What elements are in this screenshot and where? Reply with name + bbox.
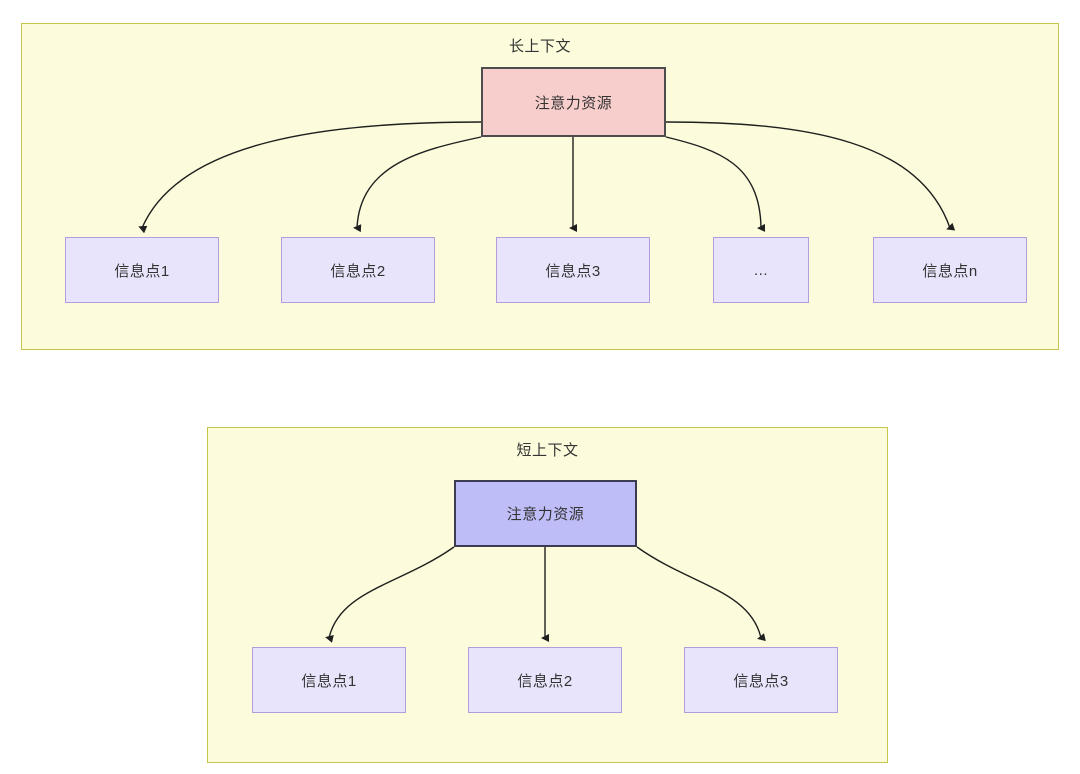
node-info-point-short-1[interactable]: 信息点1: [252, 647, 406, 713]
node-info-point-long-3[interactable]: 信息点3: [496, 237, 650, 303]
node-info-point-long-ellipsis[interactable]: ...: [713, 237, 809, 303]
panel-long-context-title: 长上下文: [508, 38, 571, 55]
node-info-point-short-3[interactable]: 信息点3: [684, 647, 838, 713]
node-info-point-long-n[interactable]: 信息点n: [873, 237, 1027, 303]
node-info-point-long-1[interactable]: 信息点1: [65, 237, 219, 303]
node-attention-resource-long[interactable]: 注意力资源: [481, 67, 666, 137]
node-info-point-long-2[interactable]: 信息点2: [281, 237, 435, 303]
node-attention-resource-short[interactable]: 注意力资源: [454, 480, 637, 547]
panel-short-context-title: 短上下文: [516, 442, 579, 459]
node-info-point-short-2[interactable]: 信息点2: [468, 647, 622, 713]
